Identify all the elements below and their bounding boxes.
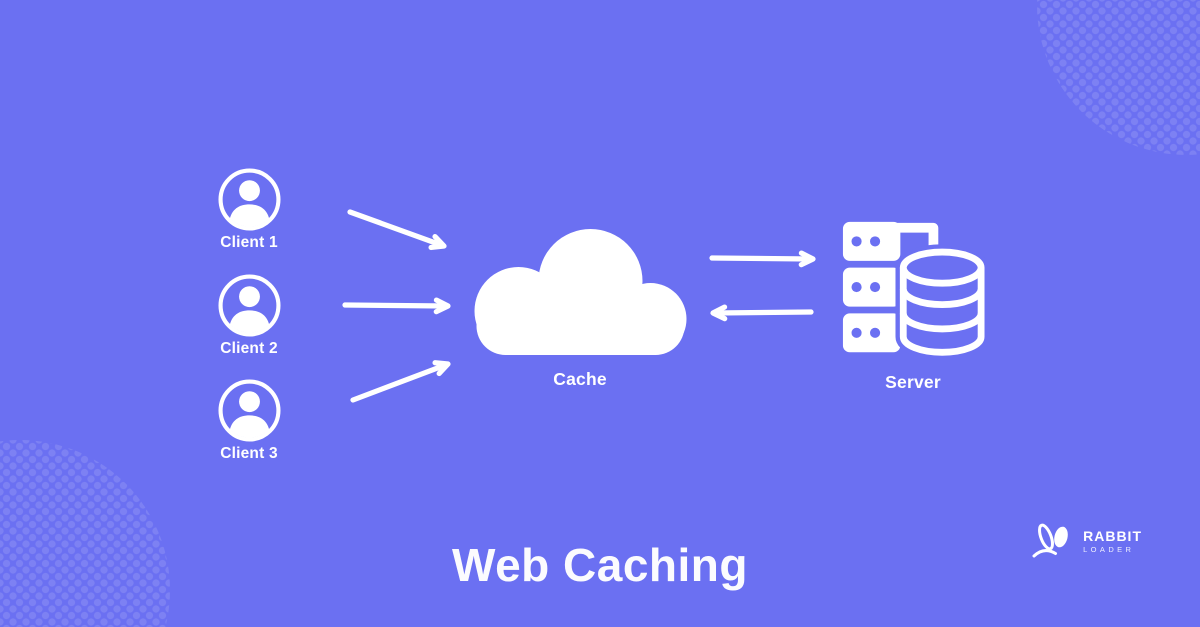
person-circle-icon (217, 379, 281, 442)
logo-brand-subname: LOADER (1083, 544, 1135, 554)
arrow-client-2-to-cache (433, 297, 451, 315)
rabbit-ears-icon (1032, 523, 1068, 558)
rabbitloader-logo: RABBIT LOADER (1030, 522, 1142, 560)
client-3-label: Client 3 (220, 445, 278, 462)
person-circle-icon (217, 274, 281, 337)
cloud-icon (474, 229, 687, 355)
server-database-icon (842, 221, 989, 361)
halftone-dots-top-right (1037, 0, 1200, 155)
arrow-client-3-to-cache (432, 360, 451, 377)
client-1-node: Client 1 (199, 168, 299, 252)
arrow-server-to-cache (710, 304, 728, 322)
halftone-dots-bottom-left (0, 440, 170, 627)
client-3-node: Client 3 (199, 379, 299, 463)
person-circle-icon (217, 168, 281, 231)
arrow-client-1-to-cache (428, 234, 447, 251)
logo-brand-name: RABBIT (1083, 527, 1142, 544)
page-title: Web Caching (451, 539, 749, 591)
cache-label: Cache (553, 369, 607, 389)
client-2-label: Client 2 (220, 340, 278, 357)
client-1-label: Client 1 (220, 234, 278, 251)
arrow-client-2-to-cache (342, 302, 449, 309)
client-2-node: Client 2 (199, 274, 299, 358)
arrow-client-1-to-cache (347, 209, 445, 248)
arrow-cache-to-server (709, 255, 814, 262)
arrow-server-to-cache (712, 309, 814, 316)
arrow-cache-to-server (798, 250, 816, 268)
cache-node: Cache (472, 227, 688, 390)
server-label: Server (885, 372, 941, 392)
logo-text: RABBIT LOADER (1083, 529, 1142, 554)
server-node: Server (840, 219, 989, 393)
arrow-client-3-to-cache (350, 362, 449, 403)
